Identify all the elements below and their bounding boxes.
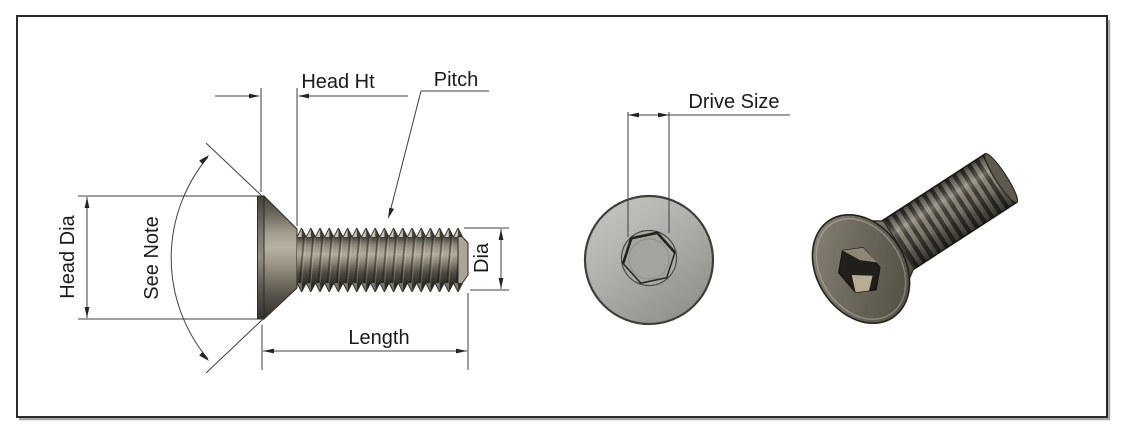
side-view: Head Ht Pitch Head Dia See Note [57,69,509,374]
length-dimension: Length [261,293,469,370]
socket-cone-circle [628,238,670,280]
pitch-callout: Pitch [388,69,489,219]
arrowhead [498,229,504,240]
thread-teeth-top [297,228,463,237]
arrowhead [199,155,209,165]
head-diameter-label: Head Dia [57,214,79,298]
pitch-label: Pitch [434,69,478,91]
head-height-label: Head Ht [301,71,375,93]
frame-shadow [19,20,1111,421]
arrowhead [456,348,467,354]
head-height-dimension: Head Ht [215,71,408,226]
diameter-label: Dia [471,242,493,273]
arrowhead [498,278,504,289]
arrowhead [249,93,260,99]
countersink-angle-dimension: See Note [141,142,264,374]
arrowhead [298,93,309,99]
thread-teeth-bottom [297,283,463,292]
screw-tip [457,236,469,284]
screw-head-face-edge [257,195,265,320]
drive-size-dimension: Drive Size [627,91,790,237]
see-note-label: See Note [141,216,163,299]
iso-socket-lit-facet [851,274,873,293]
top-view: Drive Size [583,91,790,326]
arrowhead [658,112,669,118]
arrowhead [84,197,90,208]
arrowhead [628,112,639,118]
length-label: Length [348,327,409,349]
head-diameter-dimension: Head Dia [57,195,257,320]
arrowhead [263,348,274,354]
iso-head-rim-highlight [815,217,907,321]
hex-socket-shadow-edge [621,231,676,264]
drive-size-label: Drive Size [688,91,779,113]
isometric-view [811,152,1019,325]
thread-helix-lines [297,236,463,284]
iso-shaft-end [984,152,1019,204]
shank-diameter-dimension: Dia [464,227,509,291]
arrowhead [84,307,90,318]
arrowhead [199,351,209,361]
arrowhead [388,207,395,219]
iso-socket-side-facet [842,247,877,263]
screw-side-profile [257,194,469,321]
